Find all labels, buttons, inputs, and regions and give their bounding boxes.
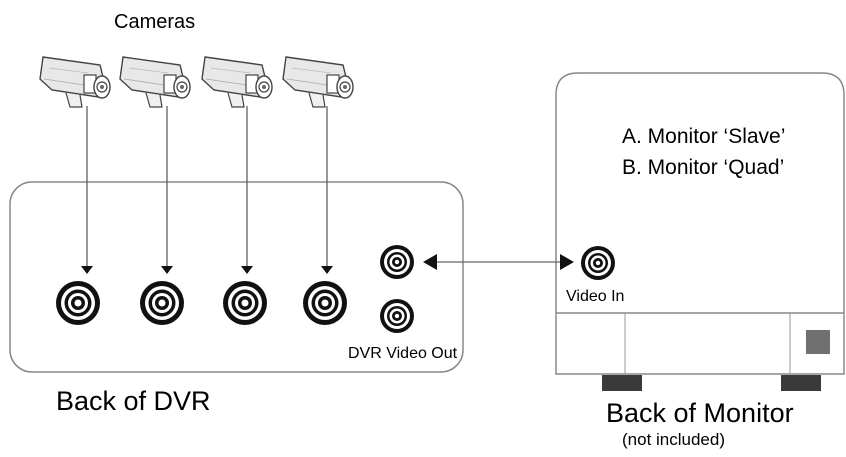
arrow-1 xyxy=(81,266,93,274)
back-of-dvr-label: Back of DVR xyxy=(56,386,211,416)
dvr-out-top xyxy=(380,245,414,279)
arrow-to-dvr xyxy=(423,254,437,270)
dvr-panel xyxy=(9,181,464,373)
arrow-3 xyxy=(241,266,253,274)
back-of-monitor-label: Back of Monitor xyxy=(606,398,794,428)
not-included-note: (not included) xyxy=(622,430,726,449)
monitor-button xyxy=(806,330,830,354)
dvr-input-4 xyxy=(303,281,347,325)
video-in-label: Video In xyxy=(566,288,625,305)
camera-3 xyxy=(201,56,273,108)
dvr-out-bottom xyxy=(380,299,414,333)
dvr-input-2 xyxy=(140,281,184,325)
monitor-foot-right xyxy=(781,375,821,391)
monitor-option-b: B. Monitor ‘Quad’ xyxy=(622,156,785,179)
camera-2 xyxy=(119,56,191,108)
monitor-video-in xyxy=(581,246,615,280)
dvr-video-out-label: DVR Video Out xyxy=(348,345,458,362)
dvr-input-1 xyxy=(56,281,100,325)
monitor-foot-left xyxy=(602,375,642,391)
monitor-panel xyxy=(555,72,845,375)
arrow-2 xyxy=(161,266,173,274)
arrow-4 xyxy=(321,266,333,274)
arrow-to-monitor xyxy=(560,254,574,270)
monitor-option-a: A. Monitor ‘Slave’ xyxy=(622,125,786,148)
dvr-input-3 xyxy=(223,281,267,325)
camera-4 xyxy=(282,56,354,108)
cameras-label: Cameras xyxy=(114,11,196,33)
camera-1 xyxy=(39,56,111,108)
